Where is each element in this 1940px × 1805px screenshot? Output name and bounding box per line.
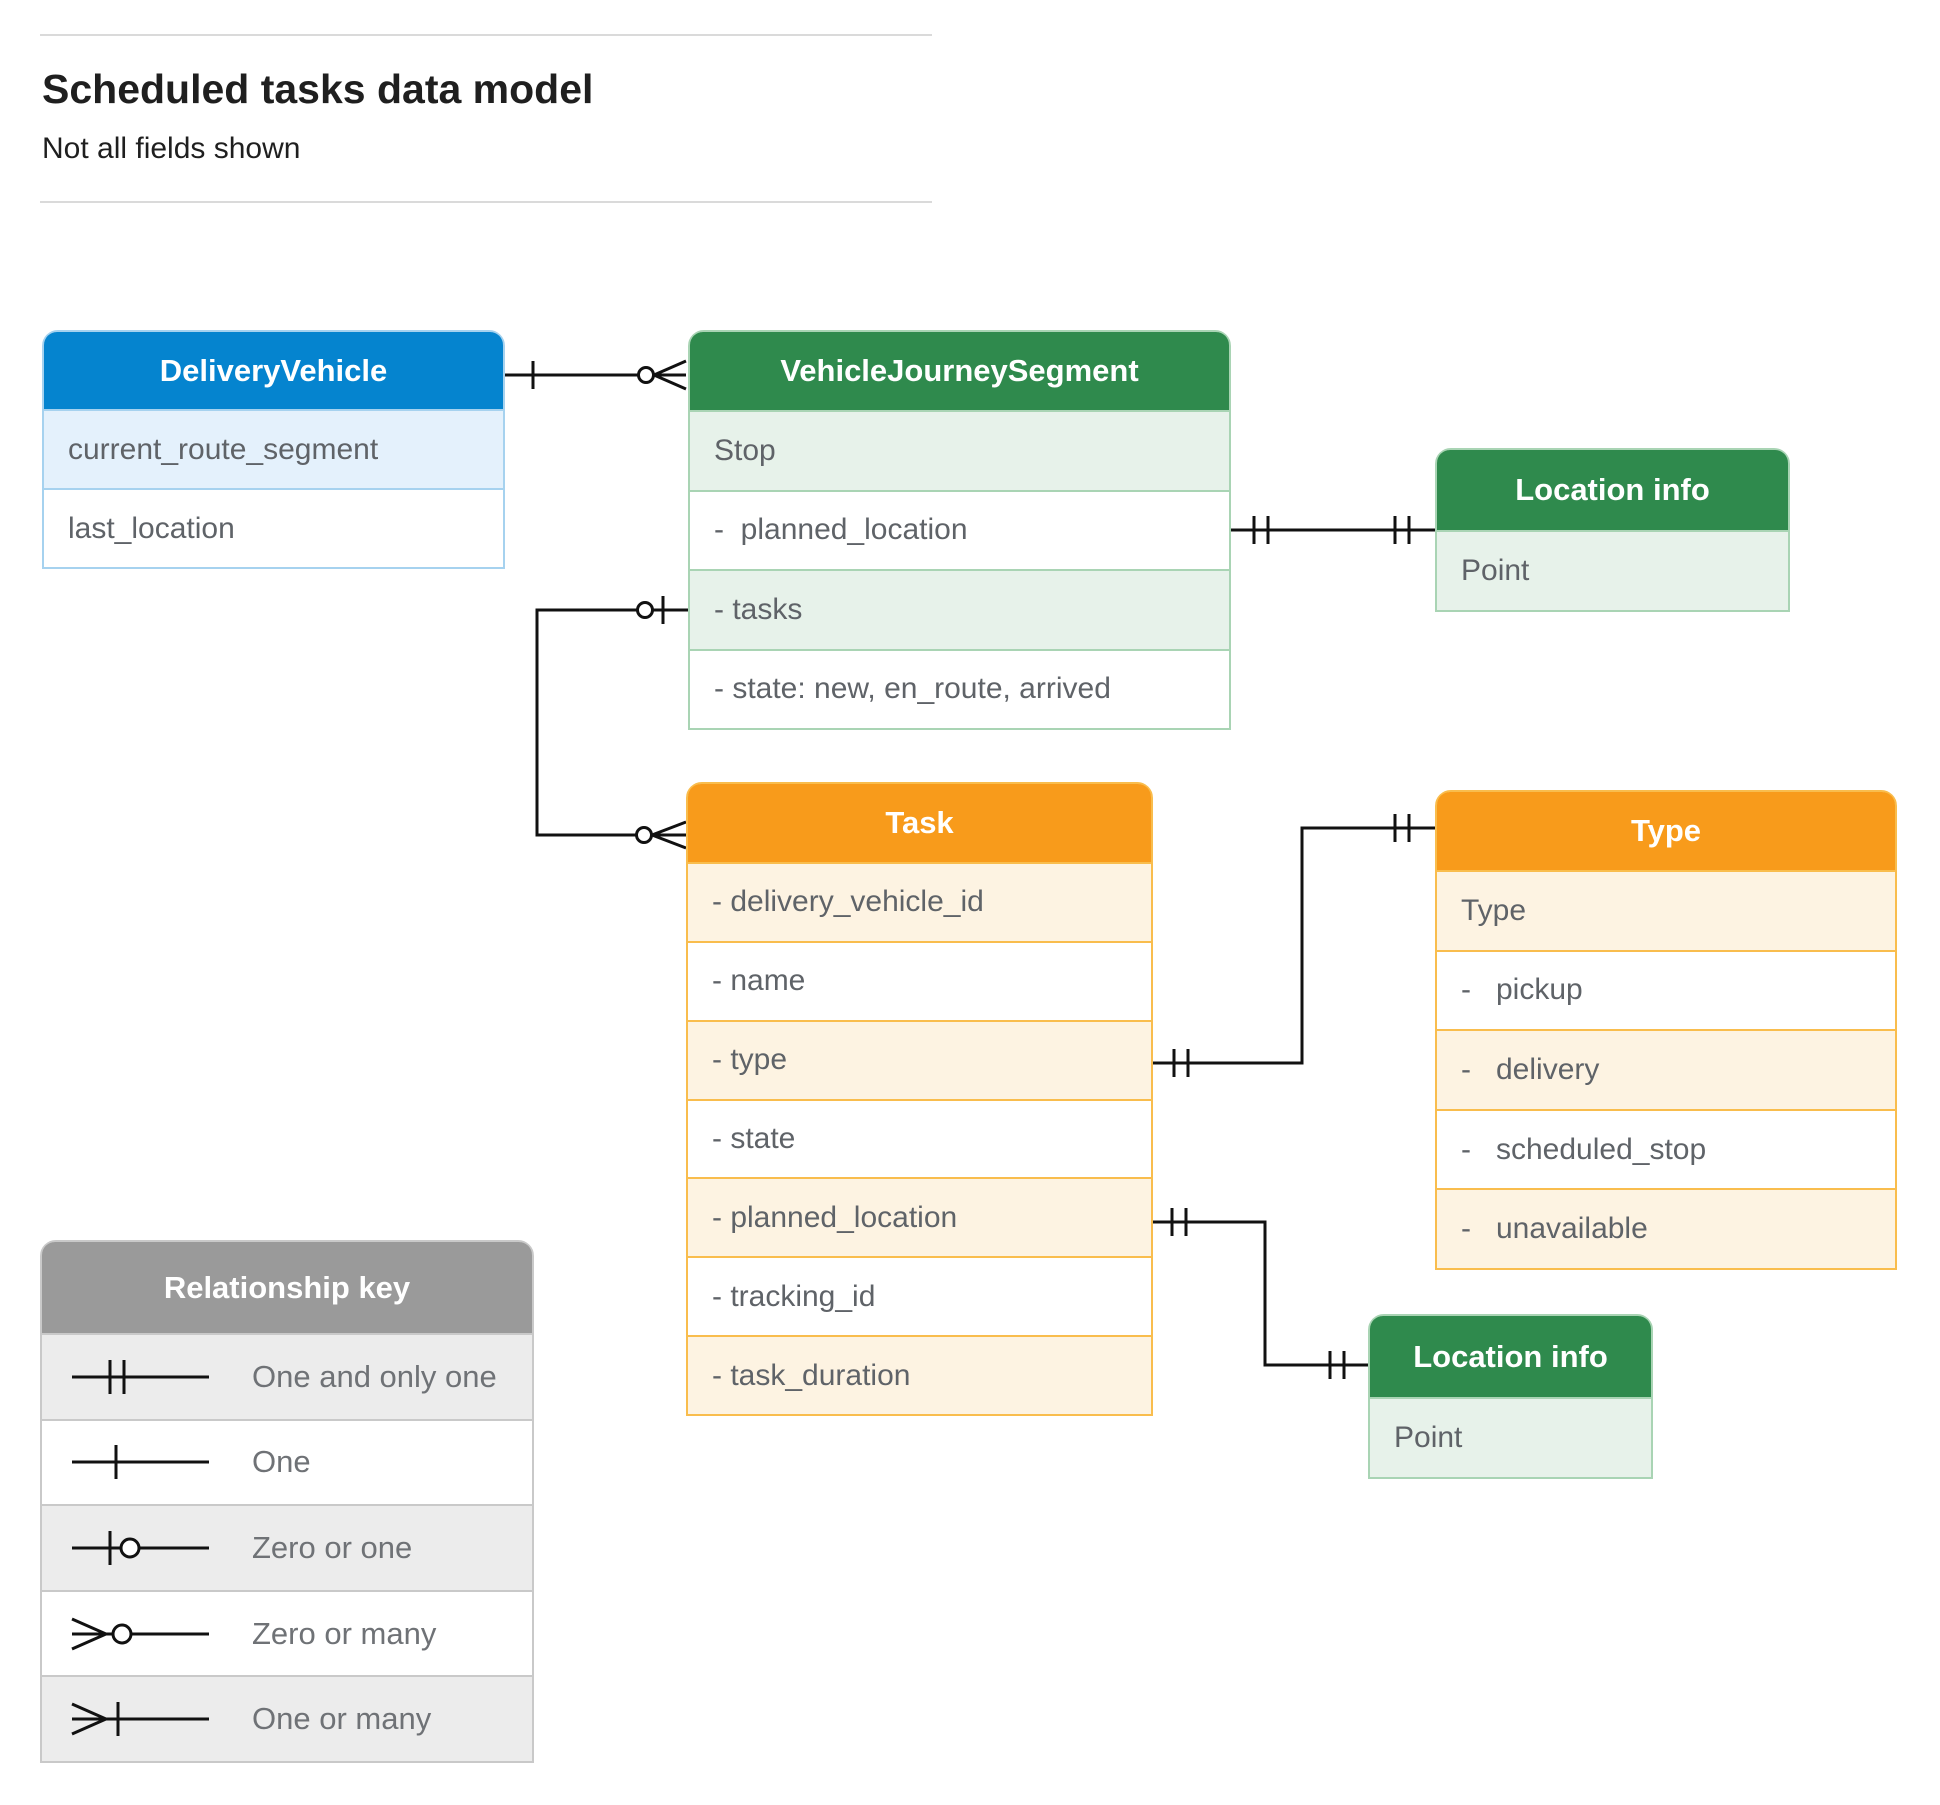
legend-item-zero-or-one: Zero or one [42,1504,532,1590]
field-scheduled-stop: - scheduled_stop [1437,1108,1895,1189]
entity-vehicle-journey-segment: VehicleJourneySegment Stop - planned_loc… [688,330,1231,730]
entity-task: Task - delivery_vehicle_id - name - type… [686,782,1153,1416]
field-type: - type [688,1019,1151,1099]
field-current-route-segment: current_route_segment [44,409,503,488]
field-type-label: Type [1437,870,1895,950]
entity-location-info-bottom: Location info Point [1368,1314,1653,1479]
legend-item-one-or-many: One or many [42,1675,532,1761]
legend-label: One [252,1444,311,1480]
connector-deliveryvehicle-to-vehiclejourneysegment [505,359,687,391]
zero-or-one-icon [72,1530,209,1565]
legend-item-one: One [42,1418,532,1505]
entity-delivery-vehicle: DeliveryVehicle current_route_segment la… [42,330,505,569]
connector-plannedlocation-to-locationinfo-bottom [1153,1208,1368,1379]
relationship-key: Relationship key One and only one One Ze… [40,1240,534,1763]
field-stop: Stop [690,410,1229,490]
connector-plannedlocation-to-locationinfo-top [1231,516,1435,544]
one-or-many-icon [71,1702,209,1737]
legend-item-zero-or-many: Zero or many [42,1589,532,1676]
connector-tasks-to-task [535,596,688,850]
entity-type-title: Type [1437,792,1895,870]
field-task-duration: - task_duration [688,1335,1151,1415]
entity-location-info-top: Location info Point [1435,448,1790,612]
title-divider-top [40,34,932,36]
one-icon [72,1445,209,1480]
field-name: - name [688,940,1151,1020]
title-divider-bottom [40,201,932,203]
zero-or-many-icon [71,1617,209,1650]
legend-label: One or many [252,1701,432,1737]
field-state: - state: new, en_route, arrived [690,648,1229,728]
legend-item-one-and-only-one: One and only one [42,1333,532,1419]
page-subtitle: Not all fields shown [42,132,301,165]
legend-label: Zero or one [252,1529,413,1565]
legend-label: Zero or many [252,1615,437,1651]
field-pickup: - pickup [1437,949,1895,1030]
field-planned-location: - planned_location [688,1177,1151,1257]
field-point: Point [1437,530,1788,610]
entity-location-info-top-title: Location info [1437,450,1788,530]
field-delivery: - delivery [1437,1029,1895,1109]
one-and-only-one-icon [72,1359,209,1394]
relationship-key-title: Relationship key [42,1242,532,1333]
page-title: Scheduled tasks data model [42,66,594,112]
connector-type-to-type-entity [1153,814,1435,1077]
entity-vehicle-journey-segment-title: VehicleJourneySegment [690,332,1229,410]
field-tracking-id: - tracking_id [688,1256,1151,1336]
legend-label: One and only one [252,1358,497,1394]
entity-type: Type Type - pickup - delivery - schedule… [1435,790,1897,1270]
field-tasks: - tasks [690,569,1229,649]
field-unavailable: - unavailable [1437,1188,1895,1268]
field-state: - state [688,1098,1151,1178]
entity-location-info-bottom-title: Location info [1370,1316,1651,1397]
entity-delivery-vehicle-title: DeliveryVehicle [44,332,503,409]
field-planned-location: - planned_location [690,489,1229,569]
field-last-location: last_location [44,488,503,567]
field-point: Point [1370,1397,1651,1477]
entity-task-title: Task [688,784,1151,862]
field-delivery-vehicle-id: - delivery_vehicle_id [688,862,1151,941]
